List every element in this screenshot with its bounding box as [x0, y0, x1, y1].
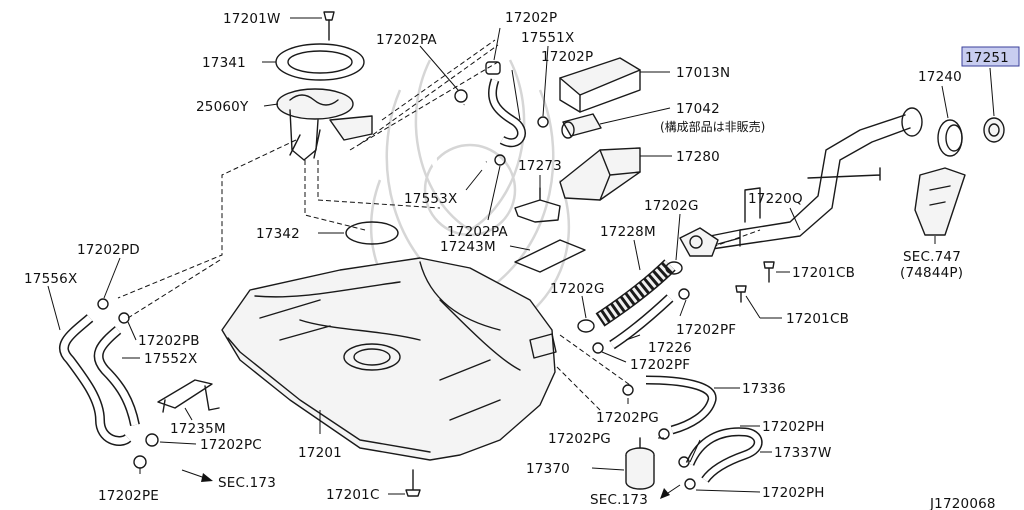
hose-17551X[interactable]: [487, 78, 526, 147]
label-17201CB-low[interactable]: 17201CB: [786, 311, 849, 327]
arrow-sec173-bottom: [660, 484, 681, 499]
label-17202P-top[interactable]: 17202P: [505, 10, 557, 26]
label-17341[interactable]: 17341: [202, 55, 246, 71]
clip-17202PA-top[interactable]: [454, 89, 468, 103]
label-sec747-sub: (74844P): [900, 265, 963, 281]
label-17202PD[interactable]: 17202PD: [77, 242, 140, 258]
label-17202PA-top[interactable]: 17202PA: [376, 32, 437, 48]
hose-17552X[interactable]: [93, 326, 140, 427]
fuel-filter-17370[interactable]: [625, 437, 655, 490]
label-17202PC[interactable]: 17202PC: [200, 437, 262, 453]
label-17013N[interactable]: 17013N: [676, 65, 730, 81]
label-17202PB[interactable]: 17202PB: [138, 333, 200, 349]
tank-bolt-17201C[interactable]: [405, 469, 421, 497]
label-17273[interactable]: 17273: [518, 158, 562, 174]
label-17235M[interactable]: 17235M: [170, 421, 226, 437]
dashed-assembly-lines: [117, 39, 761, 411]
label-17342[interactable]: 17342: [256, 226, 300, 242]
hose-17336[interactable]: [645, 375, 717, 435]
label-17551X[interactable]: 17551X: [521, 30, 574, 46]
label-17251[interactable]: 17251: [965, 50, 1009, 66]
hose-17556X[interactable]: [59, 314, 132, 446]
label-17251-highlighted[interactable]: 17251: [961, 46, 1020, 67]
label-25060Y[interactable]: 25060Y: [196, 99, 249, 115]
label-17552X[interactable]: 17552X: [144, 351, 197, 367]
label-17202G-low[interactable]: 17202G: [550, 281, 605, 297]
clip-17202PA-low[interactable]: [494, 154, 506, 166]
bolt-17201CB-low[interactable]: [735, 285, 747, 303]
label-sec173-left[interactable]: SEC.173: [218, 475, 276, 491]
clip-17202PG-top[interactable]: [622, 384, 634, 396]
canister-bracket-17280[interactable]: [559, 147, 641, 201]
label-17336[interactable]: 17336: [742, 381, 786, 397]
filler-lid-bracket-sec747[interactable]: [914, 167, 966, 236]
label-17202PG-top[interactable]: 17202PG: [596, 410, 659, 426]
label-17202PH-top[interactable]: 17202PH: [762, 419, 825, 435]
clip-17202G-top[interactable]: [665, 261, 683, 275]
label-17226[interactable]: 17226: [648, 340, 692, 356]
clip-17202PD[interactable]: [97, 298, 109, 310]
gasket-17342[interactable]: [345, 221, 399, 245]
label-17201CB-top[interactable]: 17201CB: [792, 265, 855, 281]
label-17202G-top[interactable]: 17202G: [644, 198, 699, 214]
clip-17202PG-low[interactable]: [658, 428, 670, 440]
clip-17202PH-low[interactable]: [684, 478, 696, 490]
part-labels: 17201W 17341 25060Y 17202PA 17202P 17551…: [24, 10, 1020, 510]
label-17042-note: (構成部品は非販売): [660, 119, 765, 134]
label-17202PG-low[interactable]: 17202PG: [548, 431, 611, 447]
hose-17337W[interactable]: [685, 427, 763, 483]
clip-17202PF-low[interactable]: [592, 342, 604, 354]
bracket-17273[interactable]: [514, 187, 561, 223]
label-17201[interactable]: 17201: [298, 445, 342, 461]
label-17228M[interactable]: 17228M: [600, 224, 656, 240]
filler-tube-17220Q[interactable]: [679, 107, 923, 257]
label-17553X[interactable]: 17553X: [404, 191, 457, 207]
filler-hose-17228M[interactable]: [595, 259, 676, 327]
label-sec173-bottom[interactable]: SEC.173: [590, 492, 648, 508]
label-17201W[interactable]: 17201W: [223, 11, 281, 27]
bolt-17201CB-top[interactable]: [763, 261, 775, 283]
evap-valve-17013N[interactable]: [559, 57, 641, 113]
clip-17202PC[interactable]: [145, 433, 159, 447]
pump-screw-17201W[interactable]: [323, 11, 335, 41]
hose-17553X[interactable]: [430, 103, 488, 176]
clip-17202G-low[interactable]: [577, 319, 595, 333]
label-17220Q[interactable]: 17220Q: [748, 191, 803, 207]
bracket-17235M[interactable]: [157, 379, 220, 413]
leader-lines: [47, 17, 995, 495]
clip-17202P-mid[interactable]: [537, 116, 549, 128]
label-17556X[interactable]: 17556X: [24, 271, 77, 287]
clip-17202PB[interactable]: [118, 312, 130, 324]
fuel-pump-assembly-25060Y[interactable]: [276, 88, 373, 161]
label-17243M[interactable]: 17243M: [440, 239, 496, 255]
label-17042[interactable]: 17042: [676, 101, 720, 117]
label-17280[interactable]: 17280: [676, 149, 720, 165]
arrow-sec173-left: [181, 469, 213, 482]
filler-neck-ring-17240[interactable]: [937, 119, 963, 157]
label-17202PA-low[interactable]: 17202PA: [447, 224, 508, 240]
fuel-cap-17251[interactable]: [983, 117, 1005, 143]
label-17202PH-low[interactable]: 17202PH: [762, 485, 825, 501]
label-17202P-mid[interactable]: 17202P: [541, 49, 593, 65]
label-17202PF-low[interactable]: 17202PF: [630, 357, 690, 373]
pump-lock-ring-17341[interactable]: [275, 43, 365, 81]
label-17337W[interactable]: 17337W: [774, 445, 832, 461]
label-17202PF-top[interactable]: 17202PF: [676, 322, 736, 338]
clip-17202PF-top[interactable]: [678, 288, 690, 300]
clip-17202P-top[interactable]: [485, 61, 501, 75]
label-17240[interactable]: 17240: [918, 69, 962, 85]
diagram-id: J1720068: [929, 496, 996, 510]
label-17370[interactable]: 17370: [526, 461, 570, 477]
sensor-17042[interactable]: [561, 113, 602, 139]
vent-hose-17226[interactable]: [609, 294, 674, 350]
clip-17202PH-top[interactable]: [678, 456, 690, 468]
label-plate-17243M[interactable]: [514, 239, 586, 273]
fuel-tank-17201[interactable]: [221, 257, 557, 461]
label-17201C[interactable]: 17201C: [326, 487, 380, 503]
label-sec747[interactable]: SEC.747: [903, 249, 961, 265]
label-17202PE[interactable]: 17202PE: [98, 488, 159, 504]
clip-17202PE[interactable]: [133, 455, 147, 469]
